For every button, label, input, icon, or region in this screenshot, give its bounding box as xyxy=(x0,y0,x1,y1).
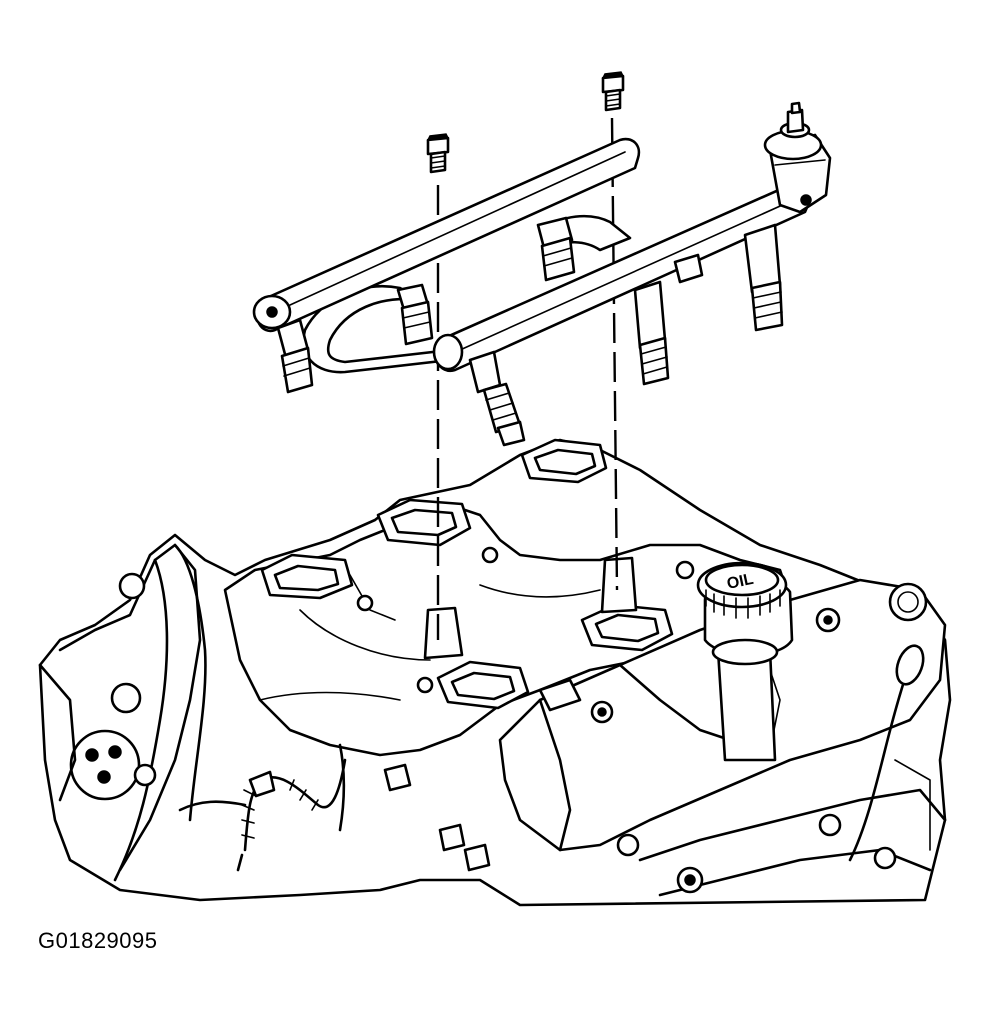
wiring-harness xyxy=(178,758,347,872)
oil-filler-cap: OIL xyxy=(696,561,794,762)
fuel-injector-2 xyxy=(396,283,434,346)
intake-port-left-2 xyxy=(376,498,472,547)
fuel-injector-1 xyxy=(276,318,314,394)
fuel-injector-4 xyxy=(468,350,526,447)
fuel-rail-bolt-left xyxy=(426,133,450,174)
fuel-rail-assembly xyxy=(252,101,832,447)
ground-strap xyxy=(848,644,925,862)
fuel-rail-installation-diagram: OIL xyxy=(38,71,952,907)
oil-cap-label: OIL xyxy=(725,571,755,593)
intake-port-right-1 xyxy=(436,660,530,710)
engine-assembly: OIL xyxy=(38,438,952,907)
intake-port-right-2 xyxy=(580,603,674,652)
fuel-rail-bolt-right xyxy=(601,71,625,112)
fuel-line-fitting-1 xyxy=(743,223,784,332)
alignment-line-right xyxy=(610,117,619,591)
fuel-injector-5 xyxy=(673,253,704,284)
fuel-injector-3 xyxy=(536,216,576,282)
intake-port-left-3 xyxy=(520,438,608,484)
intake-port-left-1 xyxy=(260,553,354,600)
figure-id-label: G01829095 xyxy=(38,928,158,953)
fuel-line-fitting-2 xyxy=(633,280,670,386)
fuel-pressure-regulator xyxy=(763,101,832,214)
